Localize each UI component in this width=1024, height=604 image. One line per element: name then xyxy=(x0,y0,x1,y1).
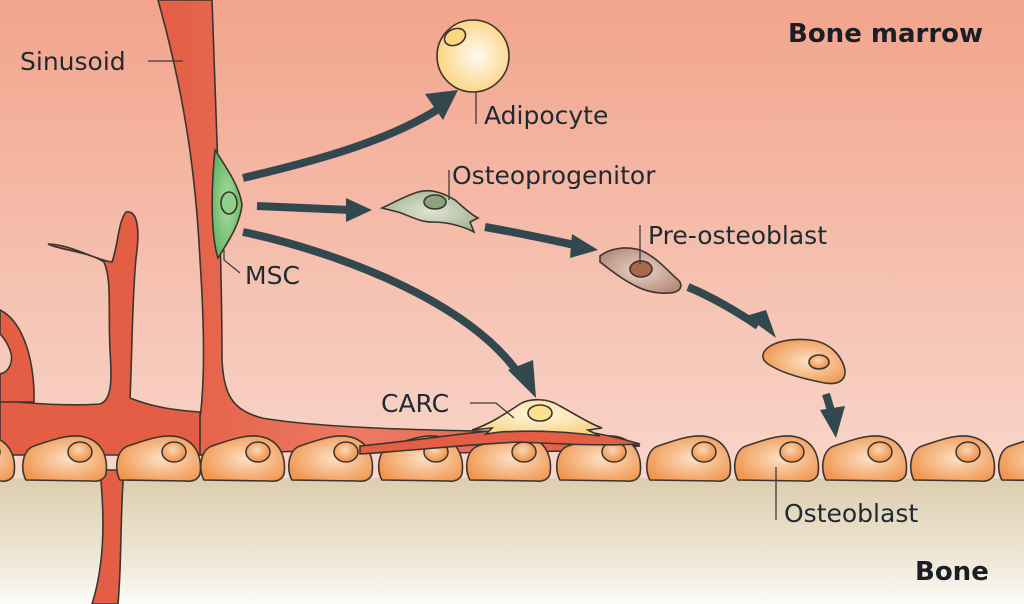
arrowhead-osteoblast xyxy=(820,406,845,438)
arrowhead-carc xyxy=(508,360,536,398)
osteoblast-nucleus xyxy=(245,441,271,463)
arrow-msc-to-carc xyxy=(242,228,524,379)
msc-cell xyxy=(211,147,243,260)
osteoblast-nucleus xyxy=(691,441,717,463)
osteoblast-nucleus xyxy=(955,441,981,463)
carc-cell xyxy=(471,398,603,437)
leader-lines xyxy=(148,60,777,520)
osteoblast-lining xyxy=(0,435,1024,483)
osteoblast-nucleus xyxy=(333,441,359,463)
leader-carc xyxy=(470,402,515,419)
label-osteoprogenitor: Osteoprogenitor xyxy=(452,161,656,190)
osteoblast-nucleus xyxy=(867,441,893,463)
arrowhead-osteoprogenitor xyxy=(346,198,372,222)
osteoblast-nucleus xyxy=(779,441,805,463)
osteoblast-nucleus xyxy=(67,441,93,463)
osteoblast-nucleus xyxy=(511,441,537,463)
arrow-msc-to-adipocyte xyxy=(242,104,443,182)
arrowhead-pre-osteoblast xyxy=(570,234,598,258)
arrowhead-immature-osteoblast xyxy=(746,310,776,338)
label-sinusoid: Sinusoid xyxy=(20,47,126,76)
bone-region xyxy=(0,478,1024,604)
osteoblast-nucleus xyxy=(161,441,187,463)
sinusoid-vessel-network xyxy=(0,0,641,604)
differentiation-arrows xyxy=(242,90,845,438)
sinusoid-capillary xyxy=(359,426,641,455)
region-label-bone-marrow: Bone marrow xyxy=(788,19,983,49)
arrow-msc-to-osteoprogenitor xyxy=(256,202,351,214)
label-adipocyte: Adipocyte xyxy=(484,101,608,130)
osteoprogenitor-cell xyxy=(379,189,480,234)
osteoblast-cell xyxy=(0,439,16,483)
label-msc: MSC xyxy=(245,261,300,290)
adipocyte-cell xyxy=(436,19,510,93)
label-carc: CARC xyxy=(381,389,449,418)
osteoblast-cell xyxy=(997,440,1024,482)
region-label-bone: Bone xyxy=(915,557,989,587)
leader-msc xyxy=(223,250,241,274)
label-osteoblast: Osteoblast xyxy=(784,499,918,528)
arrowhead-adipocyte xyxy=(425,90,458,120)
arrow-pre-osteoblast-to-immature xyxy=(686,283,761,330)
immature-osteoblast-cell xyxy=(762,338,846,385)
bone-marrow-region xyxy=(0,0,1024,480)
pre-osteoblast-cell xyxy=(599,247,682,294)
label-pre-osteoblast: Pre-osteoblast xyxy=(648,221,827,250)
